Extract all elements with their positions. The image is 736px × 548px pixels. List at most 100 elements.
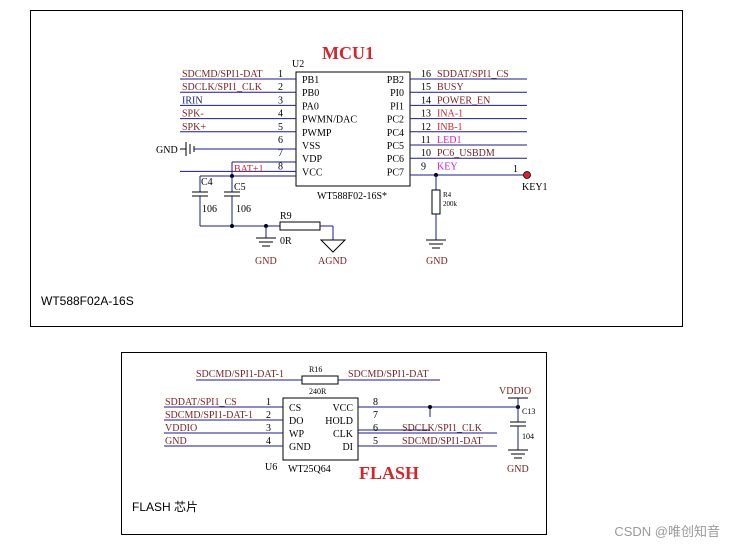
r4-body <box>431 189 441 215</box>
flash-left-net-1: SDCMD/SPI1-DAT-1 <box>165 410 253 421</box>
c5-value: 106 <box>236 204 251 215</box>
flash-right-pin-num-2: 6 <box>373 423 378 434</box>
flash-right-pin-num-3: 5 <box>373 436 378 447</box>
mcu-right-pin-name-6: PC6 <box>387 154 404 165</box>
mcu-right-net-3: INA-1 <box>437 109 463 120</box>
mcu-left-net-1: SDCLK/SPI1_CLK <box>182 82 263 93</box>
flash-left-pin-name-3: GND <box>289 442 311 453</box>
flash-right-net-3: SDCMD/SPI1-DAT <box>402 436 483 447</box>
mcu-left-pin-num-0: 1 <box>278 69 283 80</box>
flash-gnd-symbol <box>508 449 528 459</box>
mcu-left-pin-num-2: 3 <box>278 95 283 106</box>
flash-right-pin-name-3: DI <box>342 442 353 453</box>
key1-ref: KEY1 <box>522 182 548 193</box>
mcu-part: WT588F02-16S* <box>317 191 387 202</box>
flash-left-net-3: GND <box>165 436 187 447</box>
r4-value: 200k <box>443 200 458 208</box>
mcu-left-pin-name-7: VCC <box>302 167 323 178</box>
mcu-left-pin-num-5: 6 <box>278 135 283 146</box>
gnd-label: GND <box>156 145 178 156</box>
c13-value: 104 <box>522 432 534 441</box>
mcu-left-pin-name-6: VDP <box>302 154 322 165</box>
mcu-right-net-5: LED1 <box>437 135 461 146</box>
flash-right-pin-num-0: 8 <box>373 397 378 408</box>
r9-body <box>279 221 321 231</box>
r9-value: 0R <box>280 236 292 247</box>
flash-chip-body <box>282 397 359 461</box>
mcu-right-pin-num-1: 15 <box>421 82 431 93</box>
flash-right-pin-name-0: VCC <box>332 403 353 414</box>
flash-right-pin-num-1: 7 <box>373 410 378 421</box>
flash-left-pin-name-2: WP <box>289 429 304 440</box>
c5-ref: C5 <box>234 182 246 193</box>
mcu-right-pin-num-0: 16 <box>421 69 431 80</box>
mcu-left-pin-name-4: PWMP <box>302 128 332 139</box>
mcu-right-pin-num-4: 12 <box>421 122 431 133</box>
mcu-left-pin-name-3: PWMN/DAC <box>302 115 357 126</box>
mcu-right-net-2: POWER_EN <box>437 95 490 106</box>
r16-left-net: SDCMD/SPI1-DAT-1 <box>196 369 284 380</box>
mcu-left-net-3: SPK- <box>182 109 204 120</box>
flash-ref: U6 <box>265 462 277 473</box>
mcu-left-pin-num-7: 8 <box>278 161 283 172</box>
mcu-panel <box>30 10 683 327</box>
mcu-left-pin-name-0: PB1 <box>302 75 319 86</box>
csdn-watermark: CSDN @唯创知音 <box>614 524 720 539</box>
flash-left-pin-num-0: 1 <box>266 397 271 408</box>
r16-value: 240R <box>309 387 327 396</box>
mcu-right-pin-name-1: PI0 <box>390 88 404 99</box>
mcu-left-net-4: SPK+ <box>182 122 206 133</box>
agnd-label: AGND <box>318 256 347 267</box>
mcu-right-net-0: SDDAT/SPI1_CS <box>437 69 509 80</box>
mcu-left-pin-num-1: 2 <box>278 82 283 93</box>
mcu-chip-body <box>295 71 411 187</box>
gnd2-label: GND <box>426 256 448 267</box>
r16-right-net: SDCMD/SPI1-DAT <box>348 369 429 380</box>
mcu-right-pin-num-2: 14 <box>421 95 431 106</box>
gnd-chassis-symbol <box>180 142 296 156</box>
flash-left-pin-name-0: CS <box>289 403 301 414</box>
mcu-right-pin-name-3: PC2 <box>387 115 404 126</box>
flash-panel <box>121 352 547 535</box>
mcu-left-net-0: SDCMD/SPI1-DAT <box>182 69 263 80</box>
mcu-left-pin-name-1: PB0 <box>302 88 319 99</box>
c13-ref: C13 <box>522 407 535 416</box>
c4-ref: C4 <box>201 177 213 188</box>
mcu-right-pin-num-5: 11 <box>421 135 431 146</box>
mcu-left-net-2: IRIN <box>182 95 203 106</box>
flash-caption: FLASH 芯片 <box>132 500 199 514</box>
mcu-left-pin-name-5: VSS <box>302 141 320 152</box>
gnd1-label: GND <box>255 256 277 267</box>
mcu-caption: WT588F02A-16S <box>41 294 134 308</box>
mcu-right-pins: PB2 16 SDDAT/SPI1_CS PI0 15 BUSY PI1 14 POWER_EN… <box>387 69 527 178</box>
flash-left-pin-num-2: 3 <box>266 423 271 434</box>
mcu-right-net-4: INB-1 <box>437 122 463 133</box>
r16-body <box>301 375 339 385</box>
agnd-symbol <box>319 239 347 253</box>
mcu-right-pin-name-4: PC4 <box>387 128 404 139</box>
mcu-right-pin-name-0: PB2 <box>387 75 404 86</box>
mcu-right-net-1: BUSY <box>437 82 464 93</box>
flash-part: WT25Q64 <box>288 464 331 475</box>
key1-pad <box>523 171 531 179</box>
mcu-right-pin-num-3: 13 <box>421 109 431 120</box>
mcu-left-pin-num-3: 4 <box>278 109 283 120</box>
mcu-left-pin-num-6: 7 <box>278 148 283 159</box>
key1-pin: 1 <box>513 164 518 175</box>
r9-ref: R9 <box>280 211 292 222</box>
flash-right-pin-name-2: CLK <box>333 429 354 440</box>
r16-ref: R16 <box>309 365 322 374</box>
gnd1-symbol <box>256 226 276 247</box>
flash-left-net-2: VDDIO <box>165 423 197 434</box>
mcu-left-pin-num-4: 5 <box>278 122 283 133</box>
mcu-right-pin-name-2: PI1 <box>390 101 404 112</box>
c4-value: 106 <box>202 204 217 215</box>
flash-left-pin-num-1: 2 <box>266 410 271 421</box>
mcu-left-pin-name-2: PA0 <box>302 101 319 112</box>
mcu-right-pin-num-7: 9 <box>421 161 426 172</box>
r4-ref: R4 <box>443 191 452 199</box>
flash-left-pin-name-1: DO <box>289 416 303 427</box>
